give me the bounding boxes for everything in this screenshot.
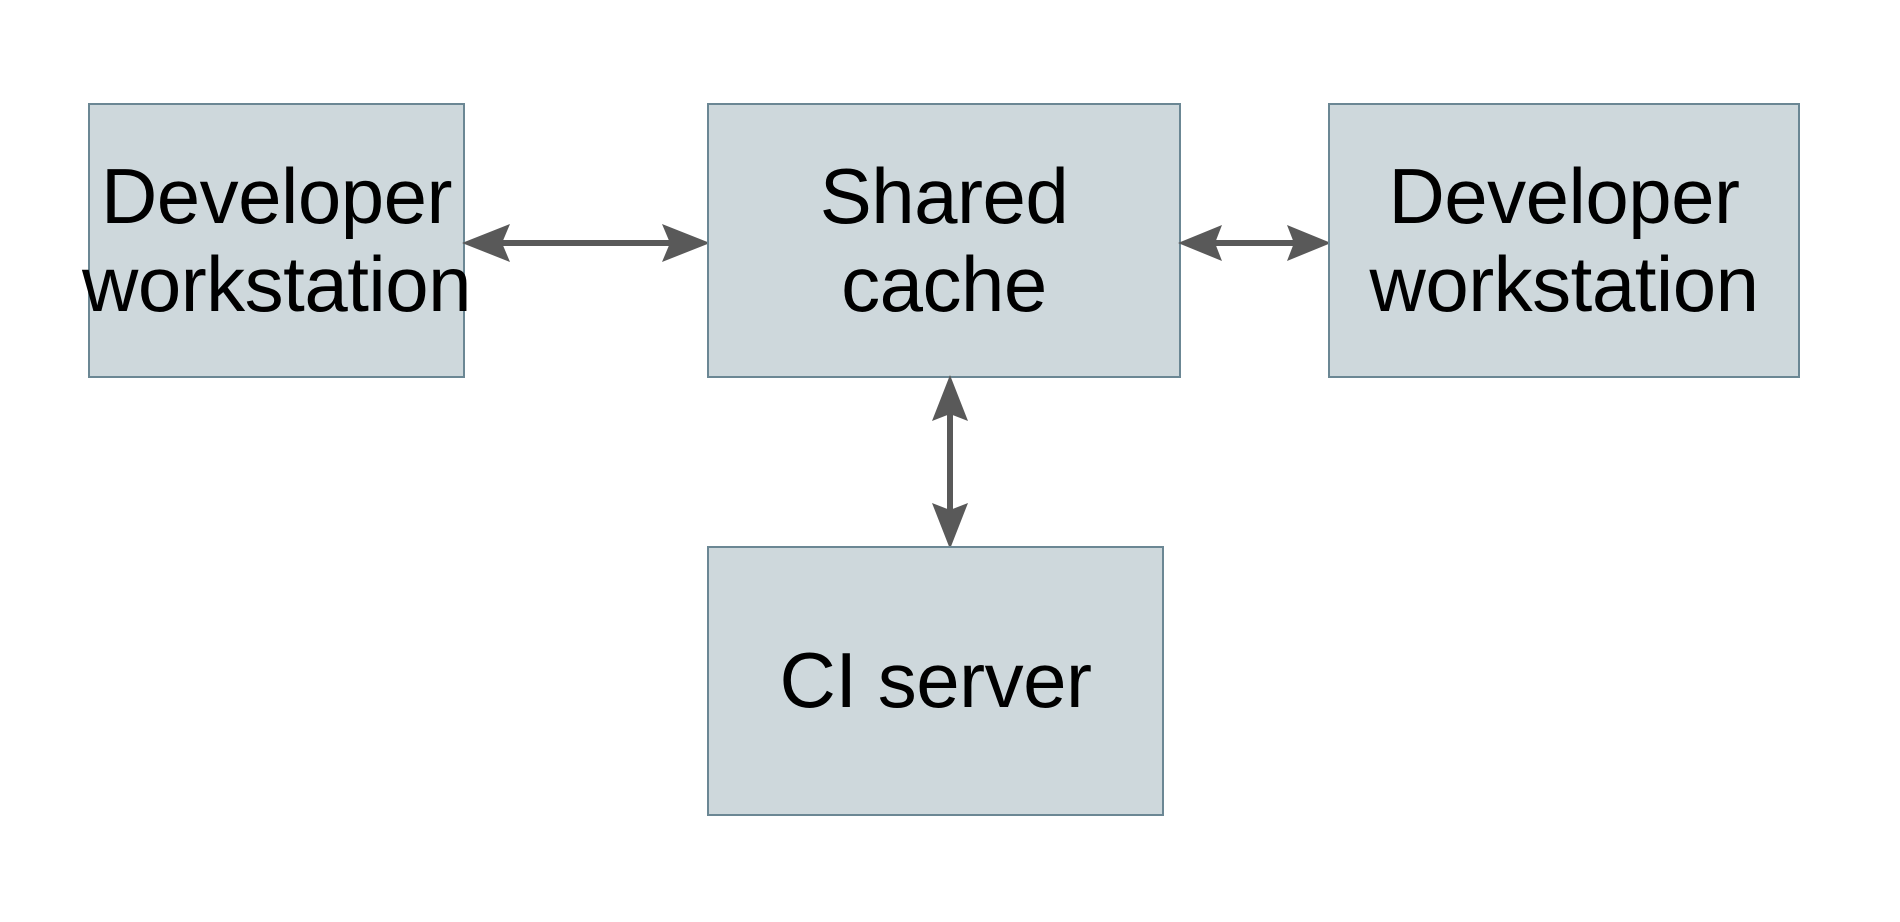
node-ci-server[interactable]: CI server	[707, 546, 1164, 816]
double-arrow-horizontal-icon	[1178, 225, 1331, 261]
node-label: CI server	[779, 636, 1092, 725]
node-label: Developer workstation	[1369, 152, 1760, 328]
double-arrow-vertical-icon	[932, 375, 968, 549]
node-developer-workstation-right[interactable]: Developer workstation	[1328, 103, 1800, 378]
edge-shared-cache-to-developer-workstation-right	[1178, 213, 1331, 273]
node-shared-cache[interactable]: Shared cache	[707, 103, 1181, 378]
double-arrow-horizontal-icon	[462, 224, 710, 262]
node-label: Developer workstation	[82, 152, 472, 328]
edge-developer-workstation-left-to-shared-cache	[462, 213, 710, 273]
edge-shared-cache-to-ci-server	[920, 375, 980, 549]
node-label: Shared cache	[819, 152, 1069, 328]
node-developer-workstation-left[interactable]: Developer workstation	[82, 103, 472, 378]
